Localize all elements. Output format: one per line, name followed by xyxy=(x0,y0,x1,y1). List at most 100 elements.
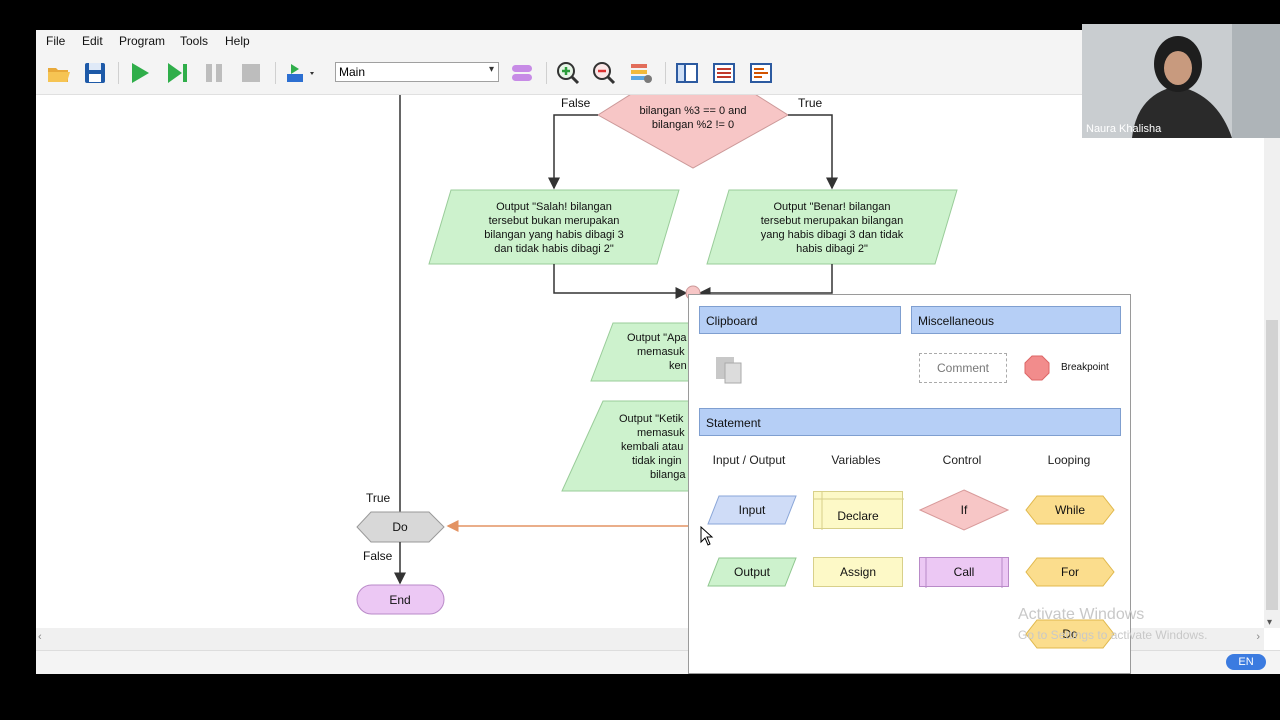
language-indicator[interactable]: EN xyxy=(1226,654,1266,670)
while-shape[interactable]: While xyxy=(1025,495,1115,525)
output-mid2-line1: Output "Ketik xyxy=(619,413,684,425)
decision-text-1: bilangan %3 == 0 and xyxy=(639,105,746,117)
declare-shape[interactable]: Declare xyxy=(813,491,904,530)
output-true-line3: yang habis dibagi 3 dan tidak xyxy=(761,229,904,241)
column-variables: Variables xyxy=(831,453,881,467)
layout-icon[interactable] xyxy=(628,60,654,86)
output-false-line3: bilangan yang habis dibagi 3 xyxy=(484,229,623,241)
function-select[interactable]: Main ▾ xyxy=(335,62,499,82)
misc-header: Miscellaneous xyxy=(911,306,1121,334)
call-label: Call xyxy=(953,565,975,579)
output-mid2-line3: kembali atau xyxy=(621,441,683,453)
merge-line-right xyxy=(698,264,833,299)
save-icon[interactable] xyxy=(82,60,108,86)
end-label: End xyxy=(389,593,410,607)
vertical-scrollbar[interactable]: ▾ xyxy=(1264,95,1280,628)
webcam-person-image xyxy=(1082,24,1280,138)
output-label: Output xyxy=(733,565,771,579)
decision-text-2: bilangan %2 != 0 xyxy=(652,119,734,131)
do-true-label: True xyxy=(366,491,391,505)
status-overlay: EN xyxy=(36,650,1280,674)
if-shape[interactable]: If xyxy=(919,489,1009,531)
do-loop-shape[interactable] xyxy=(356,511,445,543)
breakpoint-icon[interactable] xyxy=(1023,354,1051,382)
output-mid2-line2: memasuk xyxy=(637,427,685,439)
do-loop-label: Do xyxy=(392,520,408,534)
breakpoint-label: Breakpoint xyxy=(1061,362,1109,373)
flowgorithm-window: File Edit Program Tools Help Main xyxy=(36,30,1280,674)
if-label: If xyxy=(960,503,968,517)
declare-label: Declare xyxy=(837,509,879,523)
output-mid1-line2: memasuk xyxy=(637,346,685,358)
open-icon[interactable] xyxy=(46,60,72,86)
output-shape-false[interactable] xyxy=(428,189,680,265)
step-icon[interactable] xyxy=(164,60,190,86)
output-shape-true[interactable] xyxy=(706,189,958,265)
shape-palette: Clipboard Miscellaneous Comment Breakpoi… xyxy=(688,294,1131,674)
true-branch-line xyxy=(788,114,838,190)
menu-bar: File Edit Program Tools Help xyxy=(36,30,1280,52)
menu-edit[interactable]: Edit xyxy=(82,34,103,48)
output-true-line4: habis dibagi 2" xyxy=(796,243,868,255)
output-mid1-line1: Output "Apa xyxy=(627,332,687,344)
stop-icon[interactable] xyxy=(238,60,264,86)
true-branch-label: True xyxy=(798,96,823,110)
false-branch-label: False xyxy=(561,96,591,110)
variables-icon[interactable] xyxy=(509,60,535,86)
output-true-line1: Output "Benar! bilangan xyxy=(773,201,890,213)
end-terminator[interactable] xyxy=(356,584,445,615)
scrollbar-thumb[interactable] xyxy=(1266,320,1278,610)
output-false-line1: Output "Salah! bilangan xyxy=(496,201,612,213)
run-options-icon[interactable] xyxy=(284,60,320,86)
call-shape[interactable]: Call xyxy=(919,557,1009,588)
output-mid2-line4: tidak ingin xyxy=(632,455,682,467)
zoom-in-icon[interactable] xyxy=(555,60,581,86)
input-label: Input xyxy=(738,503,766,517)
do-shape[interactable]: Do xyxy=(1025,619,1115,649)
scroll-right-icon[interactable]: › xyxy=(1256,631,1260,643)
mouse-cursor-icon xyxy=(700,526,714,546)
statement-header: Statement xyxy=(699,408,1121,436)
while-label: While xyxy=(1054,503,1085,517)
window2-icon[interactable] xyxy=(711,60,737,86)
comment-shape[interactable]: Comment xyxy=(919,353,1007,383)
paste-icon[interactable] xyxy=(713,353,745,385)
output-mid2-line5: bilanga xyxy=(650,469,686,481)
function-select-value: Main xyxy=(339,65,366,79)
assign-label: Assign xyxy=(839,565,877,579)
input-shape[interactable]: Input xyxy=(707,495,797,525)
activate-windows-subtitle: Go to Settings to activate Windows. xyxy=(1018,628,1208,642)
output-shape[interactable]: Output xyxy=(707,557,797,587)
webcam-name-label: Naura Khalisha xyxy=(1086,123,1162,135)
clipboard-header: Clipboard xyxy=(699,306,901,334)
zoom-out-icon[interactable] xyxy=(591,60,617,86)
scroll-left-icon[interactable]: ‹ xyxy=(38,631,42,643)
menu-program[interactable]: Program xyxy=(119,34,166,48)
decision-shape[interactable] xyxy=(597,95,789,169)
for-label: For xyxy=(1061,565,1079,579)
do-false-label: False xyxy=(363,549,393,563)
scroll-down-icon[interactable]: ▾ xyxy=(1267,617,1273,628)
for-shape[interactable]: For xyxy=(1025,557,1115,587)
toolbar-separator xyxy=(275,62,276,84)
output-mid1-line3: ken xyxy=(669,360,687,372)
assign-shape[interactable]: Assign xyxy=(813,557,903,587)
menu-help[interactable]: Help xyxy=(225,34,250,48)
toolbar-separator xyxy=(118,62,119,84)
menu-file[interactable]: File xyxy=(46,34,66,48)
toolbar: Main ▾ xyxy=(36,52,1280,95)
chevron-down-icon: ▾ xyxy=(488,64,494,75)
column-control: Control xyxy=(942,453,982,467)
window1-icon[interactable] xyxy=(674,60,700,86)
run-icon[interactable] xyxy=(127,60,153,86)
column-looping: Looping xyxy=(1047,453,1091,467)
pause-icon[interactable] xyxy=(201,60,227,86)
output-false-line2: tersebut bukan merupakan xyxy=(489,215,620,227)
output-false-line4: dan tidak habis dibagi 2" xyxy=(494,243,614,255)
menu-tools[interactable]: Tools xyxy=(180,34,209,48)
column-input-output: Input / Output xyxy=(712,453,786,467)
toolbar-separator xyxy=(665,62,666,84)
webcam-overlay: Naura Khalisha xyxy=(1082,24,1280,138)
window3-icon[interactable] xyxy=(748,60,774,86)
toolbar-separator xyxy=(546,62,547,84)
